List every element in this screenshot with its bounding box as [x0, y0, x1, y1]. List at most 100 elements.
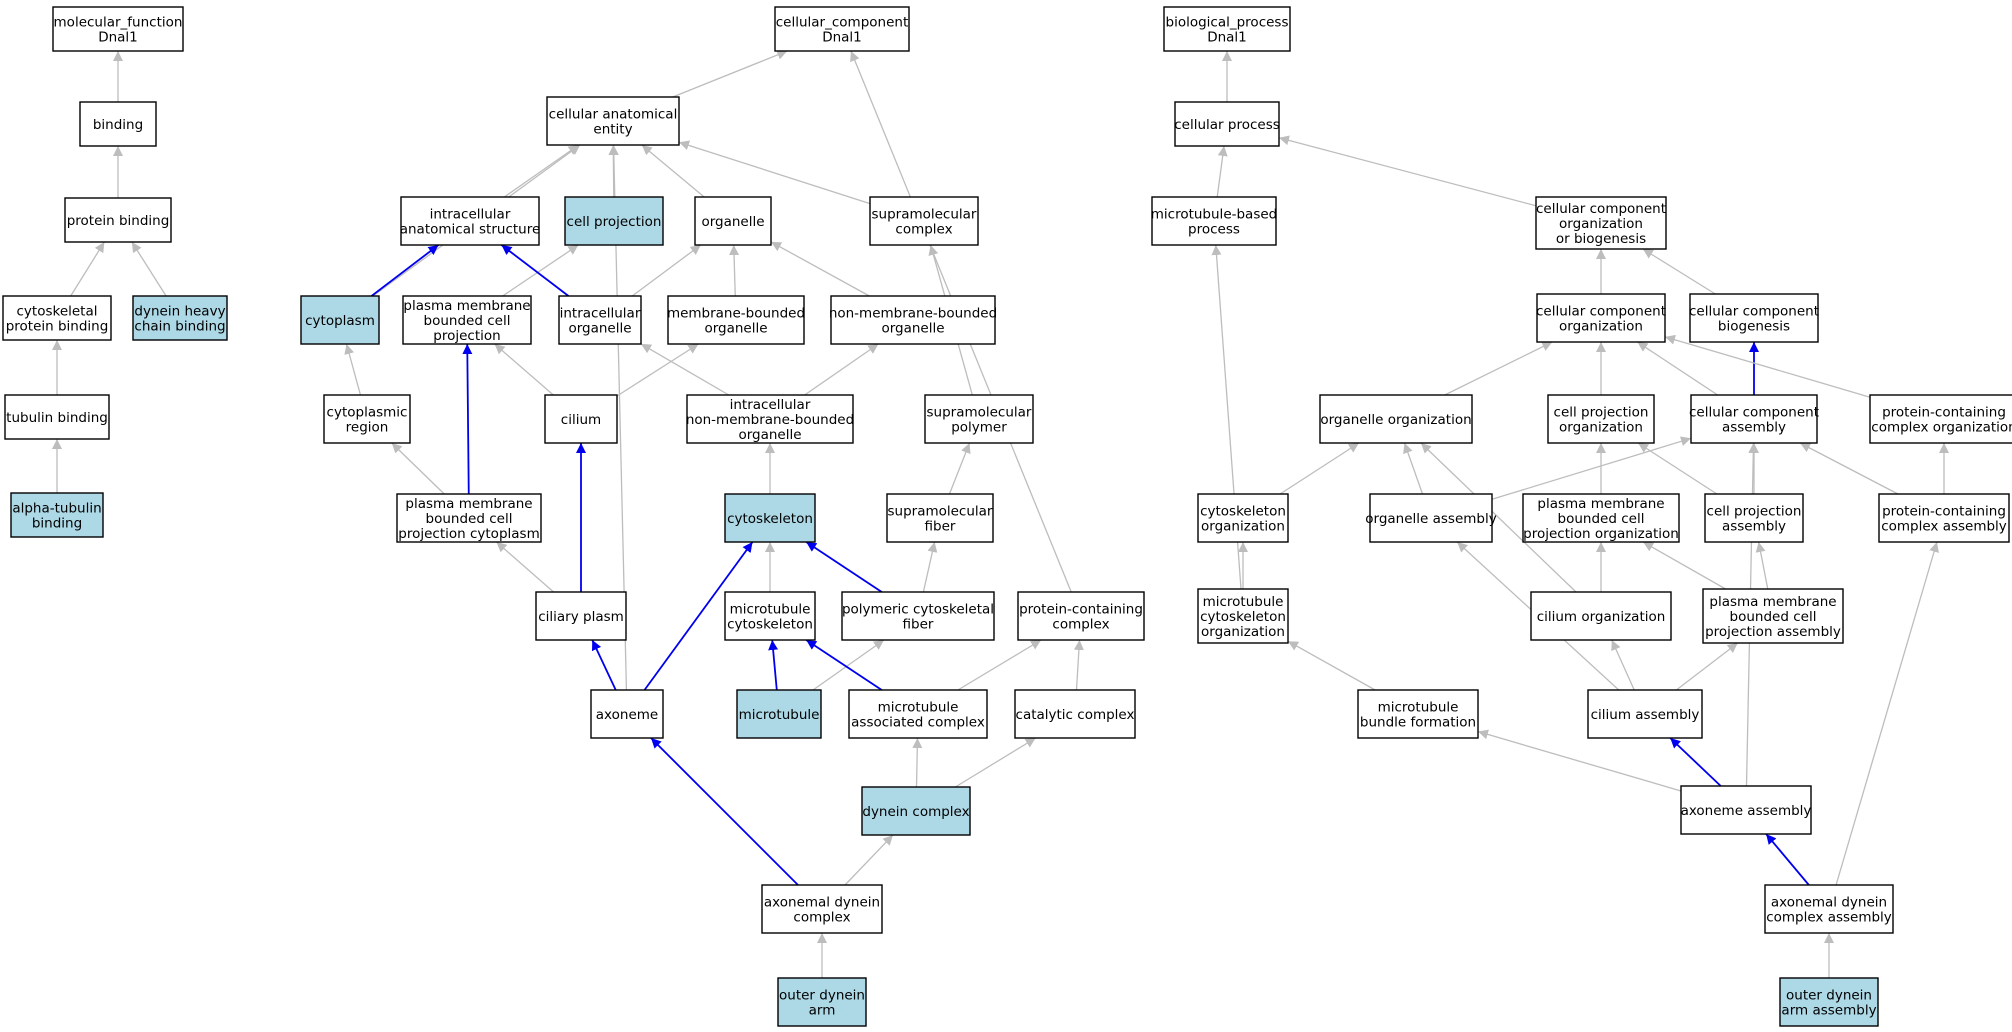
node-label: supramolecular: [926, 405, 1031, 421]
node-label: polymeric cytoskeletal: [842, 602, 994, 618]
edge-poly_fiber-to-cytoskeleton: [805, 541, 883, 593]
node-label: cytoskeleton: [1200, 504, 1286, 520]
node-organelle[interactable]: organelle: [694, 196, 772, 246]
node-box: [1704, 493, 1804, 543]
node-org_org[interactable]: organelle organization: [1319, 394, 1473, 444]
edge-cilium_assembly-to-pmbcpa: [1675, 642, 1739, 691]
edge-axo_dynein-to-axoneme: [650, 737, 799, 886]
node-box: [1587, 689, 1703, 739]
node-label: protein binding: [67, 213, 170, 229]
node-binding[interactable]: binding: [79, 101, 157, 147]
node-label: cellular component: [1536, 201, 1666, 217]
node-microtubule[interactable]: microtubule: [736, 689, 822, 739]
node-box: [558, 295, 642, 345]
node-cilium_assembly[interactable]: cilium assembly: [1587, 689, 1703, 739]
node-label: non-membrane-bounded: [686, 412, 854, 428]
node-cell_proj[interactable]: cell projection: [564, 196, 664, 246]
node-box: [1197, 588, 1289, 644]
node-axoneme[interactable]: axoneme: [590, 689, 664, 739]
node-ciliary_plasm[interactable]: ciliary plasm: [535, 591, 627, 641]
node-label: projection assembly: [1705, 624, 1841, 640]
node-label: protein-containing: [1882, 405, 2006, 421]
edge-mbf-to-mtco: [1287, 640, 1376, 691]
node-label: ciliary plasm: [538, 609, 624, 625]
edge-org_org-to-cco: [1444, 341, 1553, 396]
node-label: cytoplasmic: [327, 405, 408, 421]
node-box: [402, 295, 532, 345]
node-label: bounded cell: [424, 313, 511, 329]
node-label: axonemal dynein: [764, 895, 880, 911]
node-protein_binding[interactable]: protein binding: [64, 197, 172, 243]
node-dynein_complex[interactable]: dynein complex: [861, 786, 971, 836]
node-box: [1357, 689, 1479, 739]
node-label: associated complex: [851, 715, 985, 731]
node-cytoplasm[interactable]: cytoplasm: [300, 295, 380, 345]
node-box: [869, 196, 979, 246]
node-catalytic[interactable]: catalytic complex: [1014, 689, 1136, 739]
node-label: dynein heavy: [134, 304, 225, 320]
node-cell_process[interactable]: cellular process: [1174, 101, 1280, 147]
node-label: or biogenesis: [1556, 231, 1646, 247]
node-label: cytoskeletal: [16, 304, 97, 320]
node-cilium_org[interactable]: cilium organization: [1530, 591, 1672, 641]
node-box: [667, 295, 805, 345]
edge-poly_fiber-to-supramol_fiber: [922, 541, 938, 593]
edge-microtubule-to-poly_fiber: [812, 639, 885, 691]
node-label: organelle: [701, 214, 764, 230]
node-label: cellular component: [1689, 304, 1819, 320]
node-box: [4, 394, 110, 440]
edge-supramol_fiber-to-supramol_polymer: [948, 442, 971, 495]
node-box: [1779, 977, 1879, 1027]
node-box: [924, 394, 1034, 444]
node-cilium[interactable]: cilium: [544, 394, 618, 444]
node-cytoskeleton[interactable]: cytoskeleton: [724, 493, 816, 543]
node-inmbo[interactable]: intracellularnon-membrane-boundedorganel…: [686, 394, 854, 444]
node-label: assembly: [1722, 519, 1786, 535]
node-label: cellular component: [1689, 405, 1819, 421]
node-tubulin_binding[interactable]: tubulin binding: [4, 394, 110, 440]
node-axoneme_assembly[interactable]: axoneme assembly: [1680, 785, 1812, 835]
node-box: [1690, 394, 1818, 444]
node-label: fiber: [903, 617, 934, 633]
node-org_assembly[interactable]: organelle assembly: [1365, 493, 1497, 543]
